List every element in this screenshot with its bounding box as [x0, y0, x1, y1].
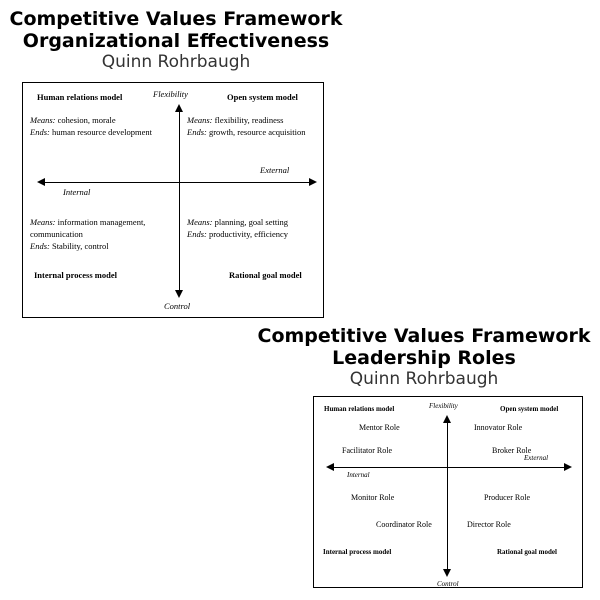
diagram1-quadrant-label-open-system-model: Open system model [227, 92, 298, 102]
diagram1-title-line2: Organizational Effectiveness [22, 30, 330, 52]
means-text: information management, [57, 217, 146, 227]
diagram2-role-innovator: Innovator Role [474, 423, 523, 432]
means-label: Means: [30, 217, 56, 227]
diagram2-flexibility-arrowhead [443, 415, 451, 423]
ends-text: human resource development [51, 127, 153, 137]
diagram2-axis-label-control: Control [437, 580, 459, 588]
diagram1-internal-arrowhead [37, 178, 45, 186]
diagram2-title-line1: Competitive Values Framework [257, 325, 591, 347]
diagram1-top-right-means: Means: flexibility, readiness [187, 114, 283, 126]
ends-label: Ends: [30, 127, 50, 137]
diagram1-axis-label-internal: Internal [63, 187, 91, 197]
diagram2-framework-box: Flexibility Control Internal External Hu… [313, 396, 583, 588]
diagram2-role-coordinator: Coordinator Role [376, 520, 432, 529]
diagram1-flexibility-arrowhead [175, 104, 183, 112]
diagram1-axis-label-external: External [260, 165, 290, 175]
diagram1-bottom-left-ends: Ends: Stability, control [30, 240, 109, 252]
diagram2-role-director: Director Role [467, 520, 511, 529]
diagram2-quadrant-label-open-system-model: Open system model [500, 405, 559, 413]
diagram2-axis-label-external: External [524, 454, 549, 462]
diagram1-quadrant-label-rational-goal-model: Rational goal model [229, 270, 302, 280]
diagram2-title-line2: Leadership Roles [332, 347, 516, 369]
means-text: cohesion, morale [57, 115, 116, 125]
diagram1-bottom-right-means: Means: planning, goal setting [187, 216, 288, 228]
diagram1-framework-box: Flexibility Control Internal External Hu… [22, 82, 324, 318]
means-label: Means: [187, 217, 213, 227]
diagram2-quadrant-label-rational-goal-model: Rational goal model [497, 548, 557, 556]
diagram1-quadrant-label-human-relations-model: Human relations model [37, 92, 123, 102]
diagram1-horizontal-axis [45, 182, 309, 183]
diagram2-title-block: Competitive Values Framework Leadership … [248, 325, 600, 390]
diagram1-title-line1: Competitive Values Framework [9, 8, 343, 30]
ends-text: growth, resource acquisition [208, 127, 306, 137]
diagram2-role-monitor: Monitor Role [351, 493, 395, 502]
diagram2-role-mentor: Mentor Role [359, 423, 400, 432]
diagram1-external-arrowhead [309, 178, 317, 186]
diagram1-control-arrowhead [175, 290, 183, 298]
diagram1-top-left-means: Means: cohesion, morale [30, 114, 116, 126]
diagram1-top-left-ends: Ends: human resource development [30, 126, 152, 138]
diagram1-top-right-ends: Ends: growth, resource acquisition [187, 126, 306, 138]
ends-label: Ends: [187, 127, 207, 137]
diagram1-bottom-left-means-cont: communication [30, 229, 83, 239]
diagram1-bottom-right-ends: Ends: productivity, efficiency [187, 228, 288, 240]
diagram2-horizontal-axis [334, 467, 564, 468]
diagram2-axis-label-internal: Internal [347, 471, 370, 479]
ends-text: productivity, efficiency [208, 229, 289, 239]
diagram2-role-producer: Producer Role [484, 493, 530, 502]
diagram2-quadrant-label-internal-process-model: Internal process model [323, 548, 392, 556]
means-label: Means: [30, 115, 56, 125]
ends-label: Ends: [30, 241, 50, 251]
diagram1-vertical-axis [179, 112, 180, 290]
diagram1-axis-label-flexibility: Flexibility [153, 89, 188, 99]
diagram2-control-arrowhead [443, 569, 451, 577]
means-text: planning, goal setting [214, 217, 289, 227]
diagram1-axis-label-control: Control [164, 301, 191, 311]
means-text: flexibility, readiness [214, 115, 284, 125]
diagram1-bottom-left-means: Means: information management, [30, 216, 145, 228]
diagram2-role-broker: Broker Role [492, 446, 532, 455]
diagram2-vertical-axis [447, 423, 448, 569]
means-label: Means: [187, 115, 213, 125]
ends-text: Stability, control [51, 241, 109, 251]
diagram2-title-author: Quinn Rohrbaugh [349, 369, 499, 389]
diagram1-title-author: Quinn Rohrbaugh [101, 52, 251, 72]
diagram2-internal-arrowhead [326, 463, 334, 471]
diagram1-title-block: Competitive Values Framework Organizatio… [0, 8, 352, 73]
diagram2-external-arrowhead [564, 463, 572, 471]
diagram2-role-facilitator: Facilitator Role [342, 446, 392, 455]
diagram1-quadrant-label-internal-process-model: Internal process model [34, 270, 117, 280]
diagram2-axis-label-flexibility: Flexibility [429, 402, 458, 410]
ends-label: Ends: [187, 229, 207, 239]
diagram2-quadrant-label-human-relations-model: Human relations model [324, 405, 395, 413]
